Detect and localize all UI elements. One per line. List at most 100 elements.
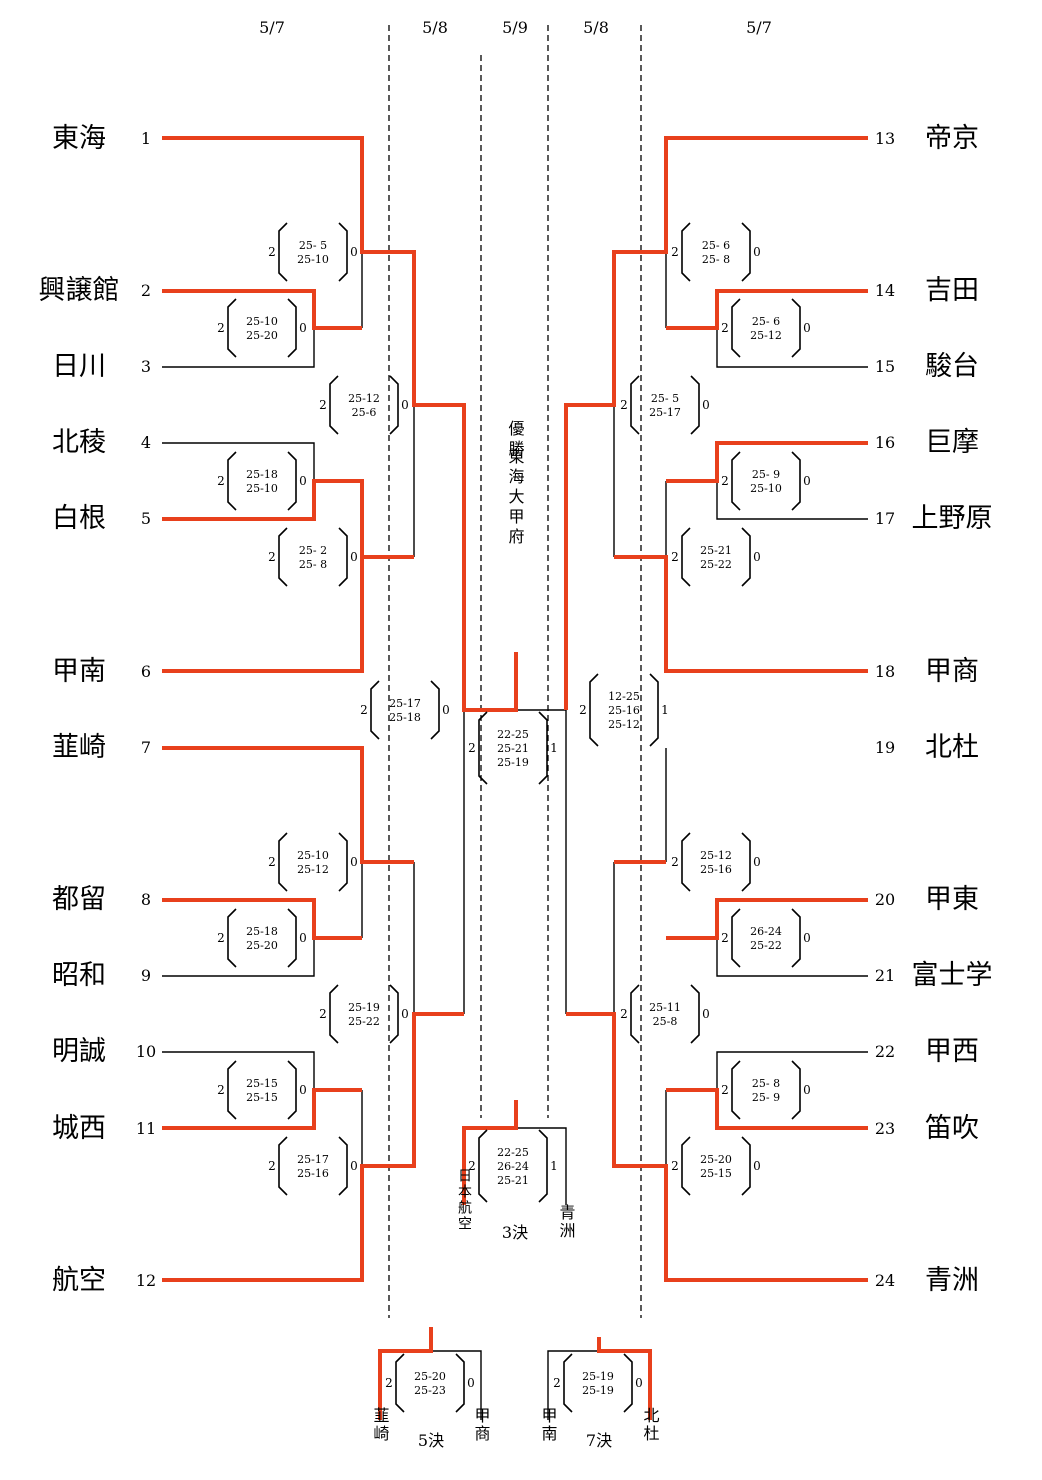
team-seed: 21 — [875, 966, 895, 985]
sets-won-left: 2 — [468, 741, 476, 755]
team-seed: 8 — [141, 890, 151, 909]
date-round1-right: 5/7 — [746, 18, 772, 37]
set-score: 25-12 — [348, 392, 380, 405]
team-seed: 7 — [141, 738, 151, 757]
set-score: 25-6 — [352, 406, 377, 419]
set-score: 26-24 — [750, 925, 782, 938]
bracket-right — [287, 1060, 297, 1120]
bracket-right — [623, 1353, 633, 1413]
bracket-right — [338, 832, 348, 892]
set-score: 25-17 — [297, 1153, 329, 1166]
set-score: 25-22 — [348, 1015, 380, 1028]
sets-won-left: 2 — [620, 398, 628, 412]
team-name: 笛吹 — [925, 1113, 979, 1144]
set-score: 25-19 — [348, 1001, 380, 1014]
bracket-right — [338, 527, 348, 587]
team-seed: 13 — [875, 129, 895, 148]
sets-won-left: 2 — [553, 1376, 561, 1390]
sets-won-right: 0 — [350, 1159, 358, 1173]
team-name: 都留 — [52, 884, 106, 915]
seventh-place-title: 7決 — [586, 1431, 612, 1450]
sets-won-right: 0 — [753, 245, 761, 259]
team-name: 東海 — [52, 123, 106, 154]
team-seed: 4 — [141, 433, 151, 452]
bracket-left — [681, 527, 691, 587]
team-name: 日川 — [52, 351, 106, 382]
set-score: 25-10 — [246, 482, 278, 495]
bracket-left — [329, 984, 339, 1044]
bracket-left — [395, 1353, 405, 1413]
bracket-right — [791, 451, 801, 511]
sets-won-right: 0 — [299, 474, 307, 488]
set-score: 25- 6 — [702, 239, 730, 252]
date-round1-left: 5/7 — [259, 18, 285, 37]
sets-won-right: 0 — [753, 855, 761, 869]
bracket-left — [278, 1136, 288, 1196]
team-seed: 2 — [141, 281, 151, 300]
set-score: 25-8 — [653, 1015, 678, 1028]
sets-won-left: 2 — [217, 474, 225, 488]
bracket-left — [731, 451, 741, 511]
sets-won-left: 2 — [468, 1159, 476, 1173]
set-score: 25- 9 — [752, 1091, 780, 1104]
sets-won-left: 2 — [721, 474, 729, 488]
bracket-left — [227, 451, 237, 511]
sets-won-left: 2 — [217, 1083, 225, 1097]
bracket-left — [630, 375, 640, 435]
date-final: 5/9 — [502, 18, 528, 37]
bracket-right — [690, 984, 700, 1044]
set-score: 25-21 — [497, 1174, 529, 1187]
bracket-right — [741, 832, 751, 892]
sets-won-right: 0 — [803, 474, 811, 488]
winner-lines — [162, 136, 868, 1420]
team-seed: 14 — [875, 281, 895, 300]
sets-won-right: 0 — [753, 550, 761, 564]
bracket-left — [370, 680, 380, 740]
set-score: 25-12 — [608, 718, 640, 731]
team-seed: 5 — [141, 509, 151, 528]
sets-won-left: 2 — [268, 245, 276, 259]
bracket-left — [329, 375, 339, 435]
seventh-place-right: 北杜 — [641, 1407, 660, 1443]
loser-lines — [162, 252, 868, 1420]
team-seed: 1 — [141, 129, 151, 148]
team-name: 明誠 — [52, 1036, 106, 1067]
set-score: 25-21 — [497, 742, 529, 755]
team-name: 甲商 — [925, 656, 979, 687]
sets-won-right: 1 — [661, 703, 669, 717]
third-place-title: 3決 — [502, 1223, 528, 1242]
sets-won-right: 0 — [350, 245, 358, 259]
sets-won-left: 2 — [268, 855, 276, 869]
sets-won-right: 0 — [299, 321, 307, 335]
bracket-right — [389, 984, 399, 1044]
sets-won-right: 0 — [702, 398, 710, 412]
bracket-left — [681, 832, 691, 892]
sets-won-right: 0 — [350, 550, 358, 564]
bracket-right — [741, 527, 751, 587]
set-score: 25-15 — [246, 1091, 278, 1104]
set-score: 25-10 — [246, 315, 278, 328]
sets-won-left: 2 — [579, 703, 587, 717]
bracket-right — [741, 1136, 751, 1196]
sets-won-left: 2 — [620, 1007, 628, 1021]
bracket-left — [227, 298, 237, 358]
sets-won-left: 2 — [217, 931, 225, 945]
bracket-left — [278, 527, 288, 587]
team-seed: 17 — [875, 509, 895, 528]
sets-won-left: 2 — [319, 1007, 327, 1021]
set-score: 22-25 — [497, 728, 529, 741]
third-place-left: 日本航空 — [456, 1168, 472, 1232]
sets-won-left: 2 — [319, 398, 327, 412]
set-score: 25-18 — [389, 711, 421, 724]
sets-won-right: 0 — [299, 931, 307, 945]
